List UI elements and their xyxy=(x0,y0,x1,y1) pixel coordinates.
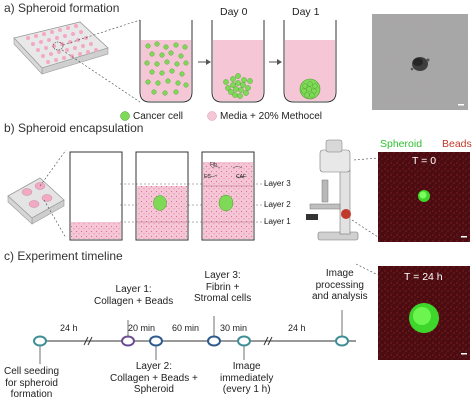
cell-label-ec: EC xyxy=(204,174,211,180)
timeline-breaks xyxy=(83,336,273,346)
fluorescence-image-t24 xyxy=(378,266,470,360)
layer2-annotation: Layer 2: Collagen + Beads + Spheroid xyxy=(110,361,198,395)
brightfield-image xyxy=(372,14,468,110)
chip-well-layer2 xyxy=(135,151,189,241)
interval-5: 24 h xyxy=(288,323,306,333)
legend-cancer-swatch xyxy=(120,111,130,121)
well-day1 xyxy=(283,20,337,103)
time-label-t24: T = 24 h xyxy=(404,271,443,283)
image-immediately-annotation: Image immediately (every 1 h) xyxy=(220,361,274,395)
zoom-line-bottom xyxy=(61,49,141,103)
zoom-line-b-bottom xyxy=(43,199,67,239)
scale-bar xyxy=(458,104,464,106)
image-processing-annotation: Image processing and analysis xyxy=(312,268,368,302)
section-b-title: b) Spheroid encapsulation xyxy=(4,121,144,135)
micro-beads-label: Beads xyxy=(442,138,472,150)
cell-seeding-annotation: Cell seeding for spheroid formation xyxy=(4,366,60,400)
day0-label: Day 0 xyxy=(220,6,248,18)
well-transition xyxy=(211,20,265,103)
interval-3: 60 min xyxy=(172,323,200,333)
four-well-chip-icon xyxy=(7,177,65,225)
layer3-label: Layer 3 xyxy=(264,179,291,188)
cell-label-fib: Fib xyxy=(210,162,217,168)
day1-label: Day 1 xyxy=(292,6,320,18)
legend-media-swatch xyxy=(207,111,217,121)
zoom-line-b-top xyxy=(39,149,67,187)
fluorescence-image-t0 xyxy=(378,152,470,242)
interval-1: 24 h xyxy=(60,323,78,333)
zoom-line-top xyxy=(62,19,141,46)
interval-2: 20 min xyxy=(128,323,156,333)
timeline-markers xyxy=(33,335,349,347)
chip-well-layer3 xyxy=(201,151,255,241)
layer1-label: Layer 1 xyxy=(264,217,291,226)
layer1-annotation: Layer 1: Collagen + Beads xyxy=(94,284,174,307)
legend-cancer-label: Cancer cell xyxy=(133,111,184,122)
layer2-label: Layer 2 xyxy=(264,200,291,209)
time-label-t0: T = 0 xyxy=(412,155,437,167)
microscope-icon xyxy=(306,139,359,241)
micro-spheroid-label: Spheroid xyxy=(380,138,423,150)
layer3-annotation: Layer 3: Fibrin + Stromal cells xyxy=(194,270,252,304)
well-day0 xyxy=(139,20,193,103)
section-a-title: a) Spheroid formation xyxy=(4,1,120,15)
section-c-title: c) Experiment timeline xyxy=(4,249,123,263)
interval-4: 30 min xyxy=(220,323,248,333)
spheroid-icon xyxy=(153,195,167,211)
well-plate-icon xyxy=(13,21,109,75)
cell-label-caf: CAF xyxy=(236,174,246,180)
legend-media-label: Media + 20% Methocel xyxy=(220,111,323,122)
chip-well-layer1 xyxy=(69,151,123,241)
